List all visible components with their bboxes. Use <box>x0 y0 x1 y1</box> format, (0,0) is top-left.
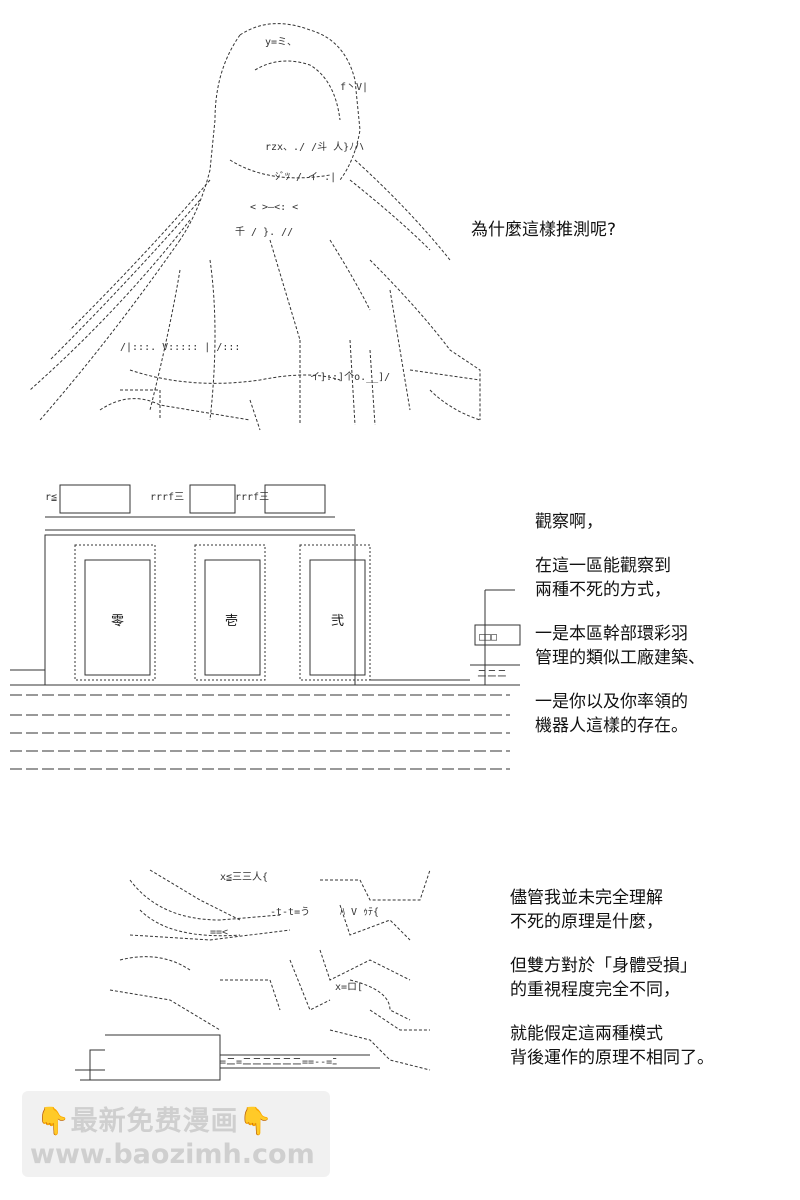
svg-text:r≦: r≦ <box>45 492 57 503</box>
watermark-line1: 👇最新免费漫画👇 <box>36 1099 273 1138</box>
watermark: 👇最新免费漫画👇 www.baozimh.com <box>22 1091 330 1177</box>
dialog-line: 在這一區能觀察到 <box>535 556 671 576</box>
pointing-down-hand-icon: 👇 <box>36 1106 71 1137</box>
svg-text:ｼﾞﾂ / イ .|: ｼﾞﾂ / イ .| <box>275 171 336 183</box>
pointing-down-hand-icon: 👇 <box>238 1106 274 1137</box>
panel-1-dialog: 為什麼這樣推測呢? <box>471 218 616 242</box>
dialog-line: 一是你以及你率領的 <box>535 692 688 712</box>
dialog-line: 的重視程度完全不同， <box>510 980 680 1000</box>
dialog-line: 一是本區幹部環彩羽 <box>535 624 688 644</box>
svg-text:/|:::. V::::: | /:::: /|:::. V::::: | /::: <box>120 342 240 353</box>
building-label-2: 弐 <box>331 614 344 629</box>
svg-text:千 / }. //: 千 / }. // <box>235 226 293 238</box>
svg-text:=ニ=ニニニニニニ==--=ﾆ: =ニ=ニニニニニニ==--=ﾆ <box>220 1057 337 1068</box>
svg-text:rzx、./ /斗 人}ﾉハ: rzx、./ /斗 人}ﾉハ <box>265 141 364 153</box>
svg-text:イ]::]个o.__]/: イ]::]个o.__]/ <box>310 371 390 383</box>
factory-buildings-art: r≦ rrrf三 rrrf三 □□□ ニニニ 零 壱 弐 <box>10 484 521 770</box>
watermark-text: 最新免费漫画 <box>70 1106 239 1137</box>
dialog-line: 不死的原理是什麼， <box>510 912 663 932</box>
building-label-1: 壱 <box>225 614 238 629</box>
dialog-line: 但雙方對於「身體受損」 <box>510 956 697 976</box>
panel-3-dialog: 儘管我並未完全理解 不死的原理是什麼， 但雙方對於「身體受損」 的重視程度完全不… <box>510 886 714 1070</box>
svg-text:ﾊ V ｩﾃ{: ﾊ V ｩﾃ{ <box>340 907 379 918</box>
figure-with-robot-art: x≦三三人{ -t-t=う ﾊ V ｩﾃ{ ==< x=ロ[ =ニ=ニニニニニニ… <box>75 869 431 1081</box>
panel-2: r≦ rrrf三 rrrf三 □□□ ニニニ 零 壱 弐 觀察啊， 在這一區能觀… <box>0 470 800 790</box>
watermark-url: www.baozimh.com <box>30 1139 315 1170</box>
svg-text:□□□: □□□ <box>479 632 497 643</box>
svg-text:==<: ==< <box>210 927 228 938</box>
svg-text:rrrf三: rrrf三 <box>235 492 269 503</box>
svg-text:ニニニ: ニニニ <box>477 669 507 680</box>
panel-3: x≦三三人{ -t-t=う ﾊ V ｩﾃ{ ==< x=ロ[ =ニ=ニニニニニニ… <box>0 860 800 1100</box>
dialog-line: 儘管我並未完全理解 <box>510 888 663 908</box>
dialog-line: 就能假定這兩種模式 <box>510 1024 663 1044</box>
svg-text:x=ロ[: x=ロ[ <box>335 982 363 993</box>
dialog-line: 為什麼這樣推測呢? <box>471 220 617 240</box>
dialog-line: 兩種不死的方式， <box>535 580 671 600</box>
hooded-figure-art: y=ミ、 f丶V| rzx、./ /斗 人}ﾉハ ｼﾞﾂ / イ .| < >―… <box>29 23 481 431</box>
building-label-0: 零 <box>111 614 124 629</box>
dialog-line: 管理的類似工廠建築、 <box>535 648 705 668</box>
dialog-line: 機器人這樣的存在。 <box>535 716 688 736</box>
svg-text:rrrf三: rrrf三 <box>150 492 184 503</box>
svg-text:-t-t=う: -t-t=う <box>270 906 310 918</box>
svg-text:f丶V|: f丶V| <box>340 82 368 93</box>
svg-text:< >―<: <: < >―<: < <box>250 202 298 213</box>
panel-2-dialog: 觀察啊， 在這一區能觀察到 兩種不死的方式， 一是本區幹部環彩羽 管理的類似工廠… <box>535 510 705 738</box>
dialog-line: 背後運作的原理不相同了。 <box>510 1048 714 1068</box>
svg-text:y=ミ、: y=ミ、 <box>265 37 297 48</box>
panel-1: y=ミ、 f丶V| rzx、./ /斗 人}ﾉハ ｼﾞﾂ / イ .| < >―… <box>0 0 800 440</box>
dialog-line: 觀察啊， <box>535 512 603 532</box>
svg-text:x≦三三人{: x≦三三人{ <box>220 871 268 883</box>
